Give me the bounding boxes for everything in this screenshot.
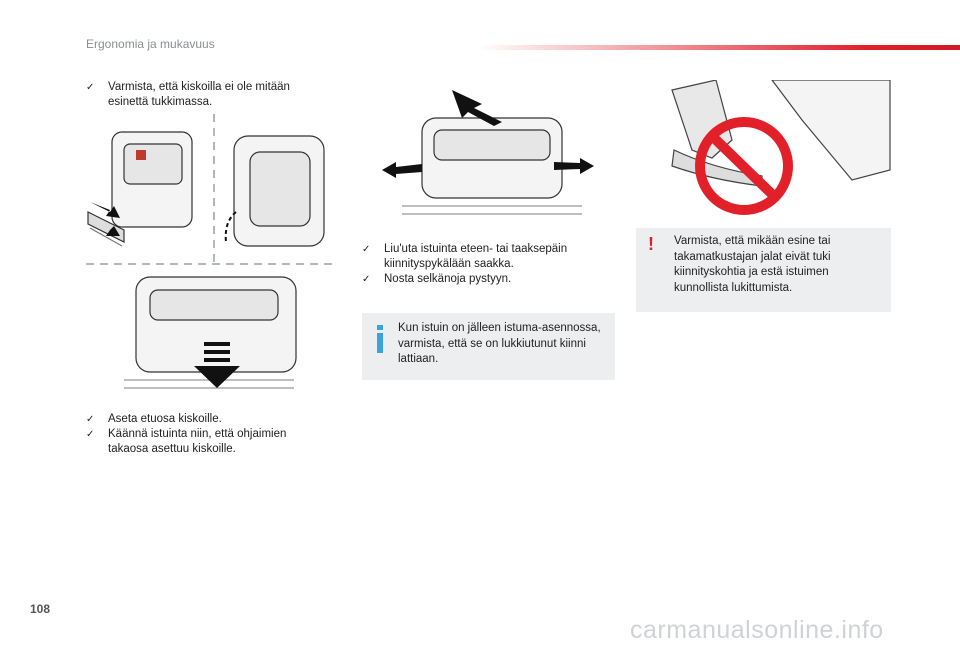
watermark-text: carmanualsonline.info: [630, 616, 884, 645]
instruction-place-front: ✓ Aseta etuosa kiskoille. ✓ Käännä istui…: [86, 412, 326, 457]
page-number: 108: [30, 602, 50, 616]
seat-rails-drawing: [88, 132, 192, 246]
seat-slide-illustration: [382, 88, 594, 223]
header-accent-bar: [478, 45, 960, 50]
section-title: Ergonomia ja mukavuus: [86, 37, 215, 51]
instruction-text: Liu'uta istuinta eteen- tai taaksepäin k…: [384, 242, 612, 272]
instruction-text: Aseta etuosa kiskoille.: [108, 412, 326, 427]
instruction-text: Nosta selkänoja pystyyn.: [384, 272, 612, 287]
checkbox-bullet-icon: ✓: [86, 412, 108, 427]
seat-removal-illustration: [84, 112, 336, 402]
info-note-text: Kun istuin on jälleen istuma-asennossa, …: [398, 321, 610, 368]
info-note-box: Kun istuin on jälleen istuma-asennossa, …: [362, 313, 615, 380]
warning-note-text: Varmista, että mikään esine tai takamatk…: [674, 234, 884, 296]
instruction-text: Käännä istuinta niin, että ohjaimien tak…: [108, 427, 326, 457]
info-icon: [374, 325, 386, 353]
checkbox-bullet-icon: ✓: [86, 427, 108, 457]
instruction-check-rails: ✓ Varmista, että kiskoilla ei ole mitään…: [86, 80, 326, 110]
blocked-feet-illustration: [652, 80, 892, 215]
checkbox-bullet-icon: ✓: [362, 242, 384, 272]
checkbox-bullet-icon: ✓: [362, 272, 384, 287]
seat-tilt-drawing: [234, 136, 324, 246]
instruction-slide-seat: ✓ Liu'uta istuinta eteen- tai taaksepäin…: [362, 242, 612, 287]
warning-note-box: ! Varmista, että mikään esine tai takama…: [636, 228, 891, 312]
checkbox-bullet-icon: ✓: [86, 80, 108, 110]
instruction-text: Varmista, että kiskoilla ei ole mitään e…: [108, 80, 326, 110]
exclamation-icon: !: [648, 234, 654, 255]
